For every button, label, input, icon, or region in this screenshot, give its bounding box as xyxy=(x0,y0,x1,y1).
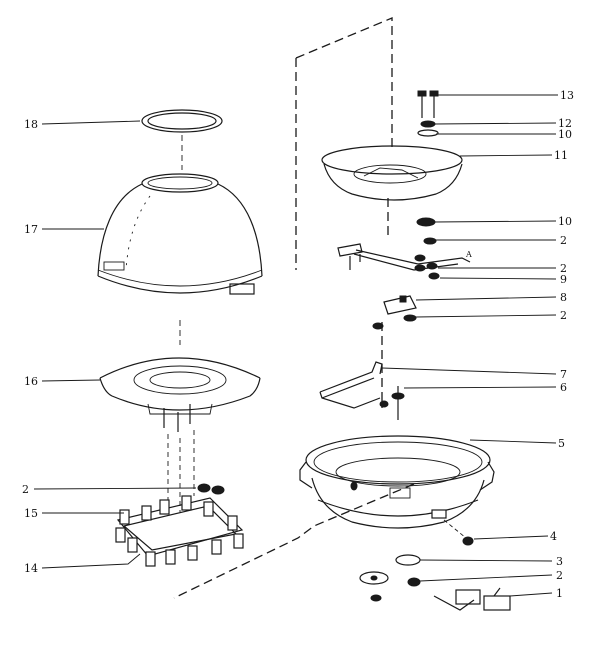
callout-10-upper: 10 xyxy=(558,128,572,141)
callout-3: 3 xyxy=(556,555,563,568)
callout-5: 5 xyxy=(558,437,565,450)
callout-10-lower: 10 xyxy=(558,215,572,228)
callout-12: 12 xyxy=(558,117,572,130)
callout-17: 17 xyxy=(24,223,38,236)
lid-ring xyxy=(141,109,223,133)
washer-middle xyxy=(416,217,436,227)
callout-16: 16 xyxy=(24,375,38,388)
callout-1: 1 xyxy=(556,587,563,600)
callout-14: 14 xyxy=(24,562,38,575)
callout-6: 6 xyxy=(560,381,567,394)
callout-4: 4 xyxy=(550,530,557,543)
switch xyxy=(372,295,417,330)
callout-8: 8 xyxy=(560,291,567,304)
callout-2-upper: 2 xyxy=(560,234,567,247)
callout-2-middle: 2 xyxy=(560,262,567,275)
heating-element xyxy=(115,495,244,567)
leader-lines-left xyxy=(33,120,197,569)
bolts xyxy=(417,90,439,118)
foot-centerline xyxy=(443,519,467,539)
callout-2-switch: 2 xyxy=(560,309,567,322)
thermostat-bracket xyxy=(337,243,471,280)
serving-tray xyxy=(99,357,261,432)
washer-upper xyxy=(417,129,439,137)
callout-7: 7 xyxy=(560,368,567,381)
washer-lock xyxy=(423,237,437,245)
callout-9: 9 xyxy=(560,273,567,286)
washer-pair xyxy=(197,483,225,495)
base-housing xyxy=(299,435,495,529)
callout-18: 18 xyxy=(24,118,38,131)
bracket-mark-a: A xyxy=(465,250,472,259)
callout-15: 15 xyxy=(24,507,38,520)
foot xyxy=(462,536,474,546)
bottom-discs xyxy=(359,554,421,602)
callout-13: 13 xyxy=(560,89,574,102)
popping-pan xyxy=(321,145,463,201)
callout-11: 11 xyxy=(554,149,568,162)
callout-2-left: 2 xyxy=(22,483,29,496)
nut xyxy=(420,120,436,128)
dome-cover xyxy=(97,173,263,295)
stirring-rod xyxy=(319,361,405,420)
power-cord-plug xyxy=(433,587,511,611)
callout-2-bottom: 2 xyxy=(556,569,563,582)
leader-lines-right xyxy=(381,94,558,597)
